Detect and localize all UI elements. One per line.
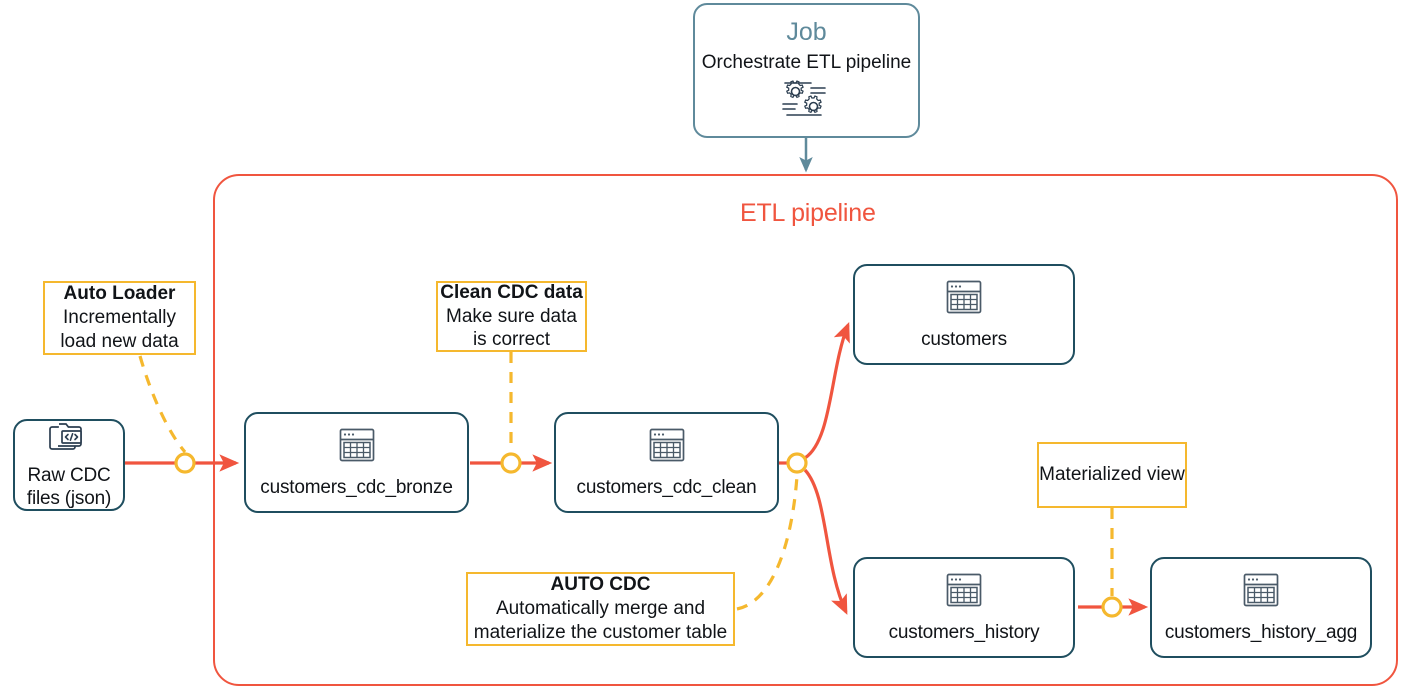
annotation-auto-loader-line2: load new data xyxy=(60,330,179,352)
marker-auto-loader xyxy=(174,452,196,474)
gears-icon xyxy=(781,79,833,124)
leader-auto-loader xyxy=(138,355,187,454)
annotation-clean-cdc-line2: is correct xyxy=(472,329,551,351)
annotation-auto-loader-line1: Incrementally xyxy=(63,307,176,329)
node-raw-cdc-files-label-line1: Raw CDC xyxy=(27,464,111,486)
etl-pipeline-container xyxy=(213,174,1398,686)
node-customers-label: customers xyxy=(921,328,1007,350)
node-customers-cdc-clean-label: customers_cdc_clean xyxy=(576,476,757,498)
annotation-auto-cdc-line1: Automatically merge and xyxy=(495,598,706,620)
annotation-materialized-view-heading: Materialized view xyxy=(1039,464,1185,486)
node-customers-cdc-bronze[interactable]: customers_cdc_bronze xyxy=(244,412,469,513)
annotation-auto-cdc-line2: materialize the customer table xyxy=(473,621,728,643)
annotation-clean-cdc-heading: Clean CDC data xyxy=(440,281,583,303)
annotation-clean-cdc-line1: Make sure data xyxy=(446,305,577,327)
annotation-auto-cdc-heading: AUTO CDC xyxy=(550,574,651,596)
annotation-materialized-view: Materialized view xyxy=(1037,442,1187,508)
node-customers-cdc-bronze-label: customers_cdc_bronze xyxy=(260,476,453,498)
folder-code-icon xyxy=(49,420,89,457)
annotation-auto-loader: Auto Loader Incrementally load new data xyxy=(43,281,196,355)
table-icon xyxy=(944,278,984,321)
table-icon xyxy=(337,426,377,469)
node-customers-history[interactable]: customers_history xyxy=(853,557,1075,658)
node-customers[interactable]: customers xyxy=(853,264,1075,365)
annotation-auto-loader-heading: Auto Loader xyxy=(63,283,176,305)
node-customers-cdc-clean[interactable]: customers_cdc_clean xyxy=(554,412,779,513)
etl-pipeline-title: ETL pipeline xyxy=(740,199,876,227)
node-raw-cdc-files-label: Raw CDC files (json) xyxy=(27,465,111,511)
annotation-clean-cdc: Clean CDC data Make sure data is correct xyxy=(436,281,587,352)
job-card[interactable]: Job Orchestrate ETL pipeline xyxy=(693,3,920,138)
table-icon xyxy=(944,571,984,614)
annotation-auto-cdc: AUTO CDC Automatically merge and materia… xyxy=(466,572,735,646)
table-icon xyxy=(1241,571,1281,614)
node-customers-history-label: customers_history xyxy=(888,621,1040,643)
job-title: Job xyxy=(786,18,827,46)
table-icon xyxy=(647,426,687,469)
job-subtitle: Orchestrate ETL pipeline xyxy=(701,51,912,73)
node-customers-history-agg-label: customers_history_agg xyxy=(1164,621,1358,643)
node-customers-history-agg[interactable]: customers_history_agg xyxy=(1150,557,1372,658)
node-raw-cdc-files-label-line2: files (json) xyxy=(26,487,112,509)
node-raw-cdc-files[interactable]: Raw CDC files (json) xyxy=(13,419,125,511)
